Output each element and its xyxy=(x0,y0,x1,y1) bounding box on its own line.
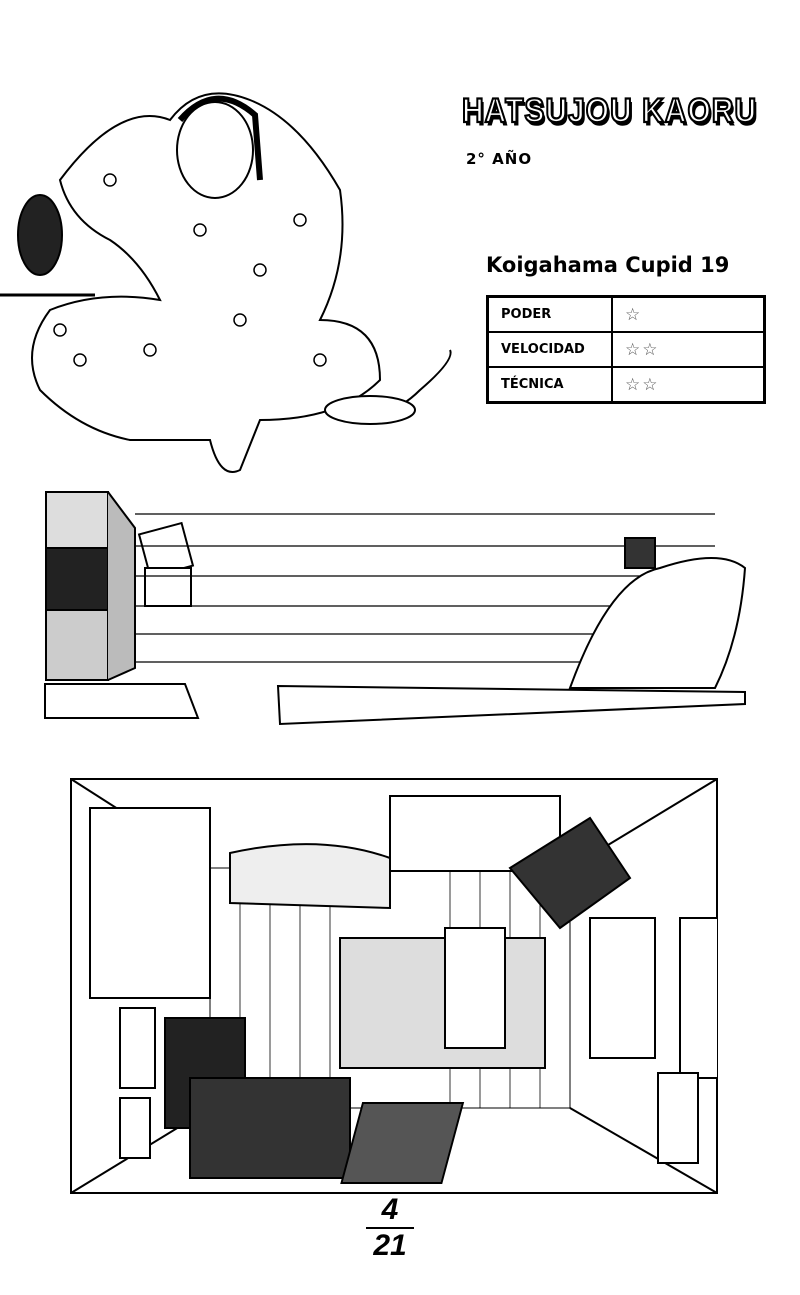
character-name: HATSUJOU KAORU xyxy=(461,91,758,131)
page-current: 4 xyxy=(381,1193,399,1226)
stat-stars: ☆ xyxy=(611,295,766,333)
stat-label: PODER xyxy=(486,295,613,333)
stat-row-velocidad: VELOCIDAD ☆☆ xyxy=(486,331,766,368)
character-illustration xyxy=(0,92,452,473)
stats-table: PODER ☆ VELOCIDAD ☆☆ TÉCNICA ☆☆ xyxy=(486,295,766,404)
page-total: 21 xyxy=(373,1229,407,1262)
room-top-view-illustration xyxy=(70,778,718,1194)
character-grade: 2° AÑO xyxy=(466,150,533,168)
stat-stars: ☆☆ xyxy=(611,366,766,404)
stat-label: TÉCNICA xyxy=(486,366,613,404)
page-divider xyxy=(366,1227,414,1229)
stat-stars: ☆☆ xyxy=(611,331,766,368)
stat-label: VELOCIDAD xyxy=(486,331,613,368)
stat-row-poder: PODER ☆ xyxy=(486,295,766,333)
series-title: Koigahama Cupid 19 xyxy=(486,253,730,277)
stat-row-tecnica: TÉCNICA ☆☆ xyxy=(486,366,766,404)
room-side-view-illustration xyxy=(44,491,747,726)
page-number: 4 21 xyxy=(360,1195,420,1261)
